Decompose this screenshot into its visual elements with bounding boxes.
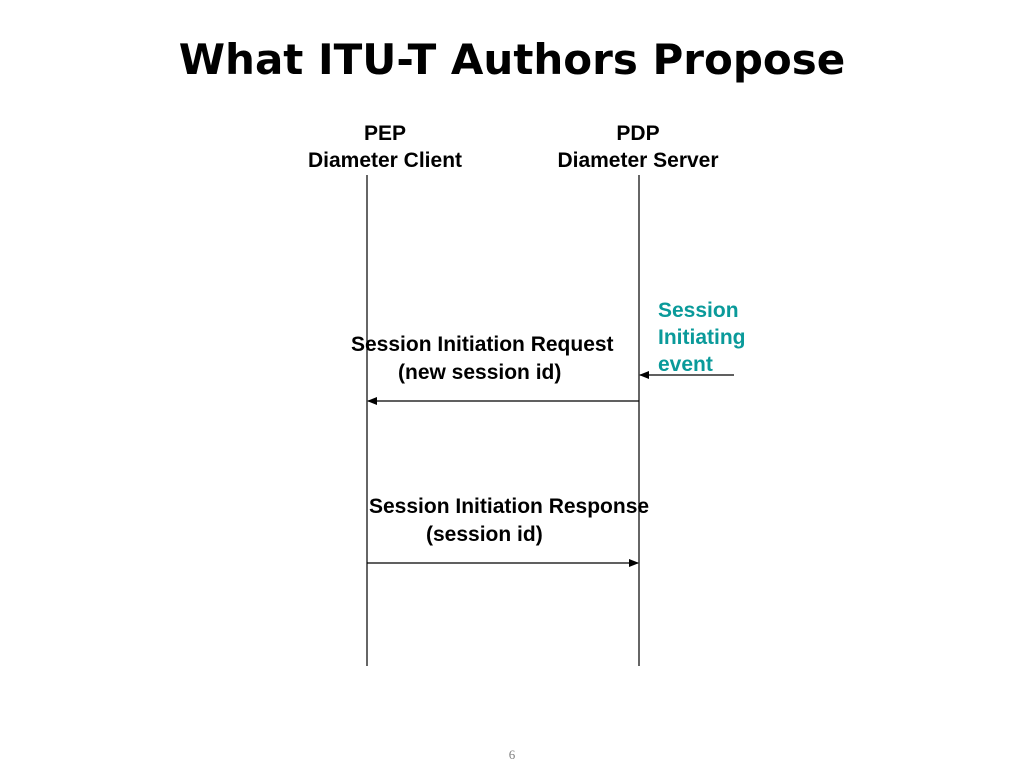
server-role-label: PDP: [616, 122, 660, 145]
client-name-label: Diameter Client: [307, 149, 463, 172]
trigger-line-2: Initiating: [658, 326, 746, 349]
slide-title: What ITU-T Authors Propose: [178, 35, 846, 84]
trigger-line-1: Session: [658, 299, 739, 322]
request-message-label-line-1: Session Initiation Request: [351, 333, 614, 356]
request-message-label-line-2: (new session id): [398, 361, 562, 384]
server-name-label: Diameter Server: [557, 149, 719, 172]
trigger-line-3: event: [658, 353, 713, 376]
page-number: 6: [508, 747, 516, 762]
response-message-label-line-2: (session id): [426, 523, 543, 546]
client-header: PEP Diameter Client: [287, 120, 483, 174]
response-message-label-line-1: Session Initiation Response: [369, 495, 650, 518]
client-role-label: PEP: [363, 122, 407, 145]
server-header: PDP Diameter Server: [533, 120, 743, 174]
session-initiating-event-label: Session Initiating event: [658, 297, 746, 378]
